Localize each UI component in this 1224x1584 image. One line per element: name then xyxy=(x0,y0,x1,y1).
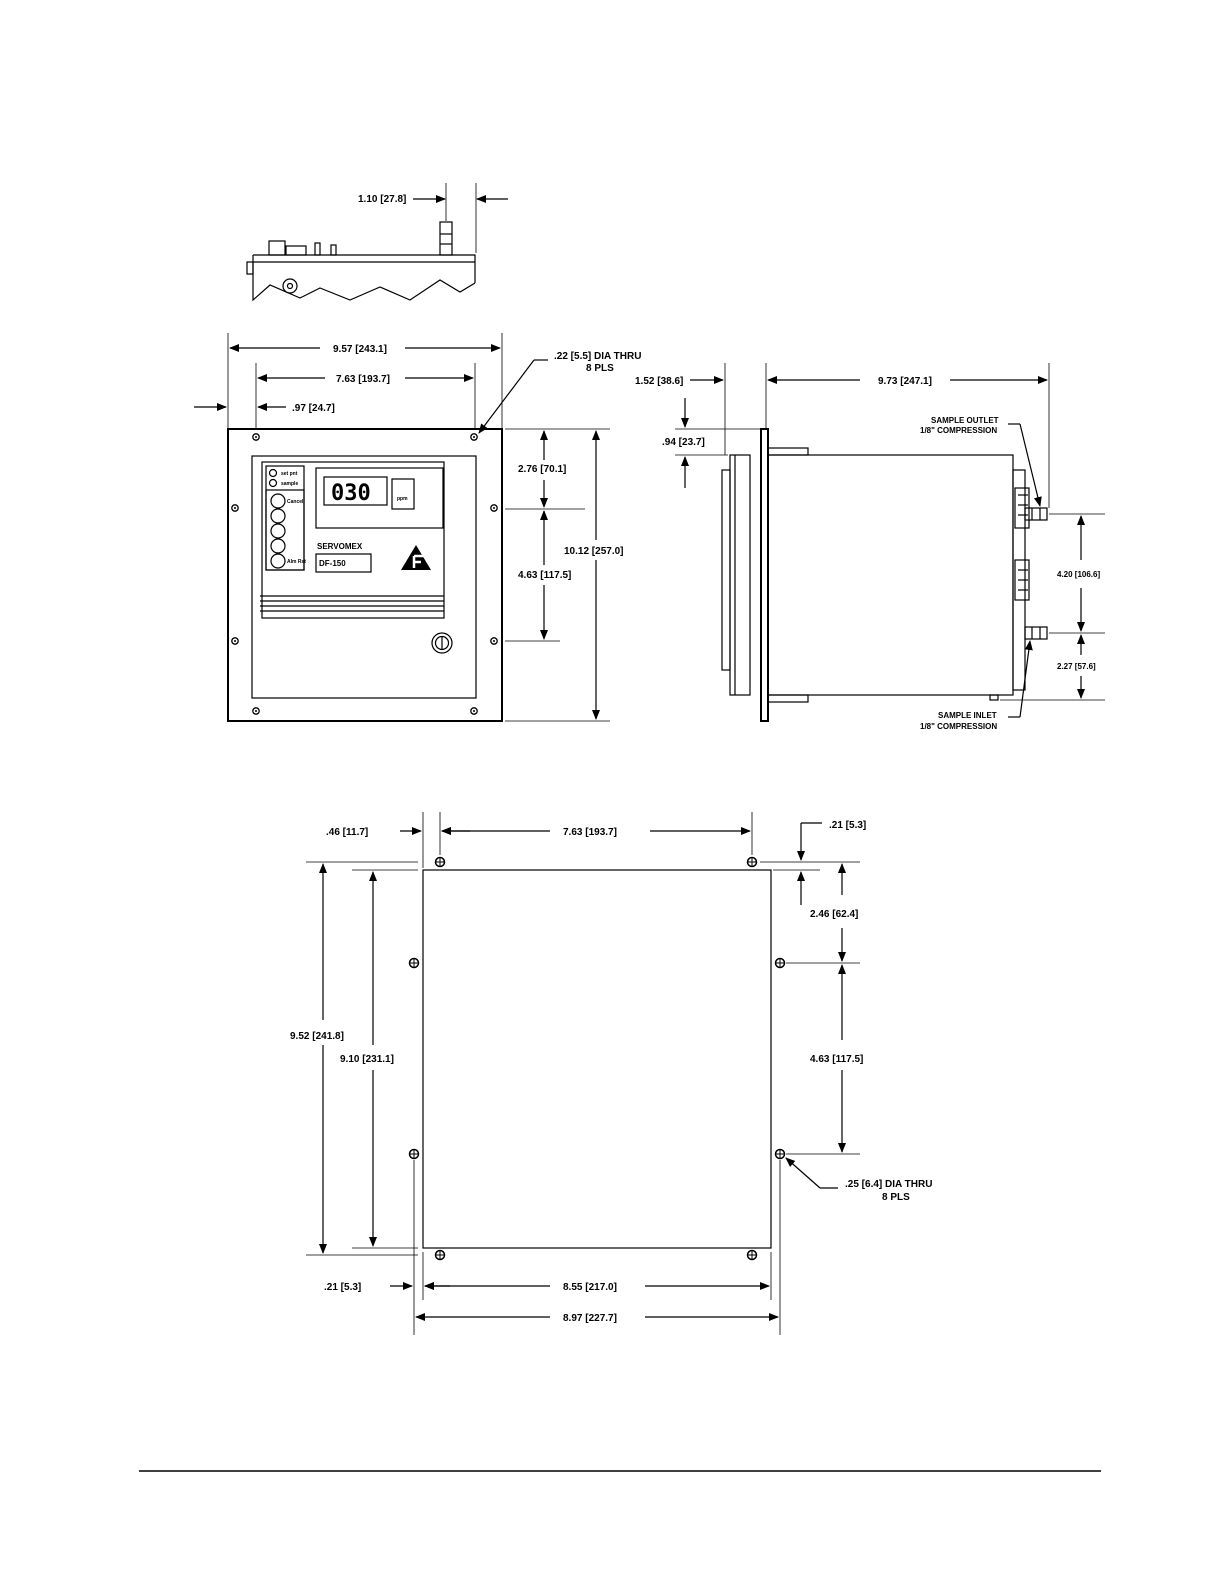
side-bezel-depth-dimension: 1.52 [38.6] xyxy=(635,376,683,387)
side-port-spacing-dimension: 4.20 [106.6] xyxy=(1057,570,1100,579)
led-label-setpoint: set pnt xyxy=(281,471,298,477)
side-inlet-height-dimension: 2.27 [57.6] xyxy=(1057,662,1096,671)
cutout-left-offset-dimension: .46 [11.7] xyxy=(326,827,368,838)
front-panel-button[interactable] xyxy=(270,523,286,539)
sample-outlet-spec: 1/8" COMPRESSION xyxy=(920,426,997,435)
model-label: DF-150 xyxy=(319,559,346,568)
cutout-hole-to-hole-dimension: 4.63 [117.5] xyxy=(810,1054,863,1065)
sample-outlet-label: SAMPLE OUTLET xyxy=(931,416,999,425)
button-label-alarm-reset: Alm Rst xyxy=(287,559,306,565)
cutout-hole-note: .25 [6.4] DIA THRU xyxy=(845,1179,932,1190)
side-body-depth-dimension: 9.73 [247.1] xyxy=(878,376,932,387)
panel-cutout-outline xyxy=(422,869,772,1249)
cutout-bottom-offset-dimension: .21 [5.3] xyxy=(324,1282,361,1293)
cutout-top-to-hole-dimension: 2.46 [62.4] xyxy=(810,909,858,920)
cutout-top-offset-dimension: .21 [5.3] xyxy=(829,820,866,831)
sample-inlet-fitting xyxy=(1024,626,1048,640)
cutout-width-dimension: 8.55 [217.0] xyxy=(563,1282,617,1293)
front-panel-button[interactable] xyxy=(270,508,286,524)
side-view: 1.52 [38.6] 9.73 [247.1] .94 [23.7] SAMP… xyxy=(635,363,1105,731)
button-label-cancel: Cancel xyxy=(287,499,304,505)
front-hole-note-quantity: 8 PLS xyxy=(586,363,614,374)
front-hole-note: .22 [5.5] DIA THRU xyxy=(554,351,641,362)
front-overall-height-dimension: 10.12 [257.0] xyxy=(564,546,624,557)
fitting-height-dimension: 1.10 [27.8] xyxy=(358,194,406,205)
side-flange-offset-dimension: .94 [23.7] xyxy=(662,437,705,448)
front-overall-width-dimension: 9.57 [243.1] xyxy=(333,344,387,355)
led-label-sample: sample xyxy=(281,481,298,487)
front-panel-button[interactable] xyxy=(270,493,286,509)
cutout-hole-note-quantity: 8 PLS xyxy=(882,1192,910,1203)
cutout-height-dimension: 9.10 [231.1] xyxy=(340,1054,394,1065)
sample-inlet-label: SAMPLE INLET xyxy=(938,711,997,720)
door-lock-icon[interactable] xyxy=(431,632,453,654)
sample-inlet-spec: 1/8" COMPRESSION xyxy=(920,722,997,731)
front-panel-button[interactable] xyxy=(270,553,286,569)
sample-outlet-fitting xyxy=(1024,507,1048,521)
front-edge-offset-dimension: .97 [24.7] xyxy=(292,403,335,414)
front-hole-spacing-dimension: 7.63 [193.7] xyxy=(336,374,390,385)
display-reading: 030 xyxy=(331,481,371,506)
cutout-view: .46 [11.7] 7.63 [193.7] .21 [5.3] 2.46 [… xyxy=(290,812,932,1335)
cutout-overall-height-dimension: 9.52 [241.8] xyxy=(290,1031,344,1042)
brand-logo-text: SERVOMEX xyxy=(317,542,363,551)
company-logo-icon xyxy=(401,545,431,570)
top-view: 1.10 [27.8] xyxy=(246,183,508,302)
front-panel-button[interactable] xyxy=(270,538,286,554)
front-view: set pnt sample Cancel Alm Rst 030 ppm SE… xyxy=(194,333,641,722)
cutout-overall-width-dimension: 8.97 [227.7] xyxy=(563,1313,617,1324)
front-top-to-hole-dimension: 2.76 [70.1] xyxy=(518,464,566,475)
front-hole-to-hole-dimension: 4.63 [117.5] xyxy=(518,570,571,581)
cutout-hole-spacing-dimension: 7.63 [193.7] xyxy=(563,827,617,838)
display-unit: ppm xyxy=(397,496,408,502)
